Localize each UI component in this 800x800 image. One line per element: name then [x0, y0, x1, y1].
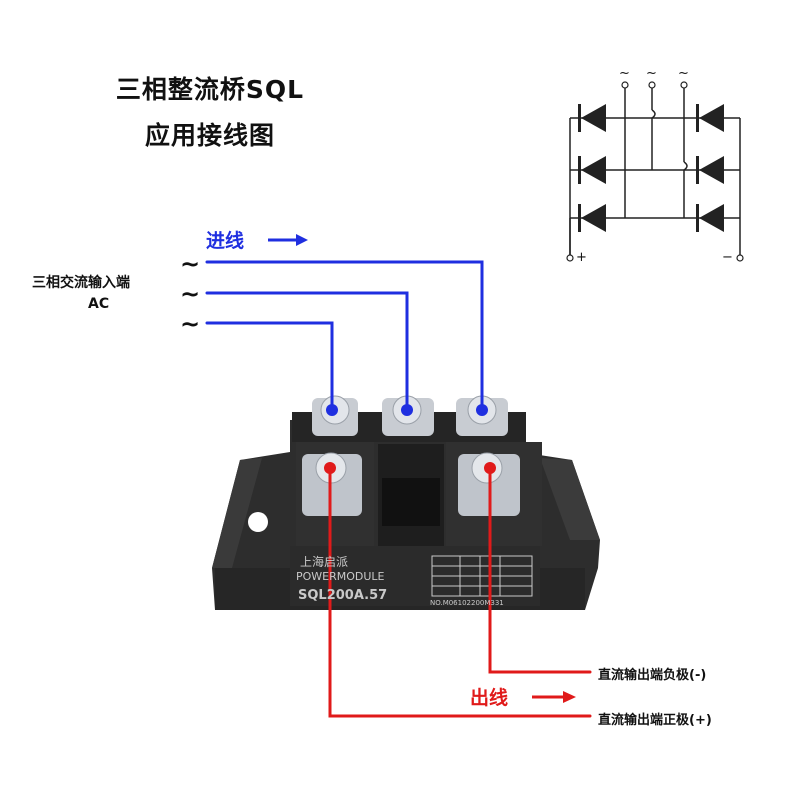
ac-phase-tilde-2: ~ [180, 280, 201, 308]
diagram-title-line1: 三相整流桥SQL [115, 75, 305, 104]
input-wire-2 [205, 291, 409, 412]
diagram-title-line2: 应用接线图 [144, 121, 275, 150]
module-brand: 上海启派 [300, 555, 349, 569]
input-wire-3 [205, 321, 334, 412]
schematic-ac-mark-3: ~ [678, 66, 689, 81]
ac-terminal-screws [312, 395, 508, 436]
output-arrow-label: 出线 [470, 687, 509, 709]
module-serial: NO.M06102200M331 [430, 599, 504, 607]
module-line2: POWERMODULE [296, 570, 385, 583]
output-arrow [532, 691, 576, 703]
schematic-plus-mark: + [576, 250, 587, 265]
ac-phase-tilde-1: ~ [180, 250, 201, 278]
schematic-ac-mark-2: ~ [646, 66, 657, 81]
dc-negative-label: 直流输出端负极(-) [598, 668, 707, 683]
input-wire-1 [205, 260, 484, 412]
module-model: SQL200A.57 [298, 588, 388, 603]
ac-input-label: 三相交流输入端 [32, 275, 130, 291]
ac-phase-tilde-3: ~ [180, 310, 201, 338]
output-wire-negative [488, 466, 592, 674]
mount-hole [248, 512, 268, 532]
input-arrow [268, 234, 308, 246]
ac-input-sublabel: AC [88, 296, 110, 312]
output-wire-positive [328, 466, 592, 718]
schematic-ac-mark-1: ~ [619, 66, 630, 81]
input-arrow-label: 进线 [206, 230, 245, 252]
dc-positive-label: 直流输出端正极(+) [598, 713, 712, 728]
output-wires [328, 466, 592, 718]
schematic-minus-mark: − [722, 250, 733, 265]
input-wires [205, 260, 484, 412]
